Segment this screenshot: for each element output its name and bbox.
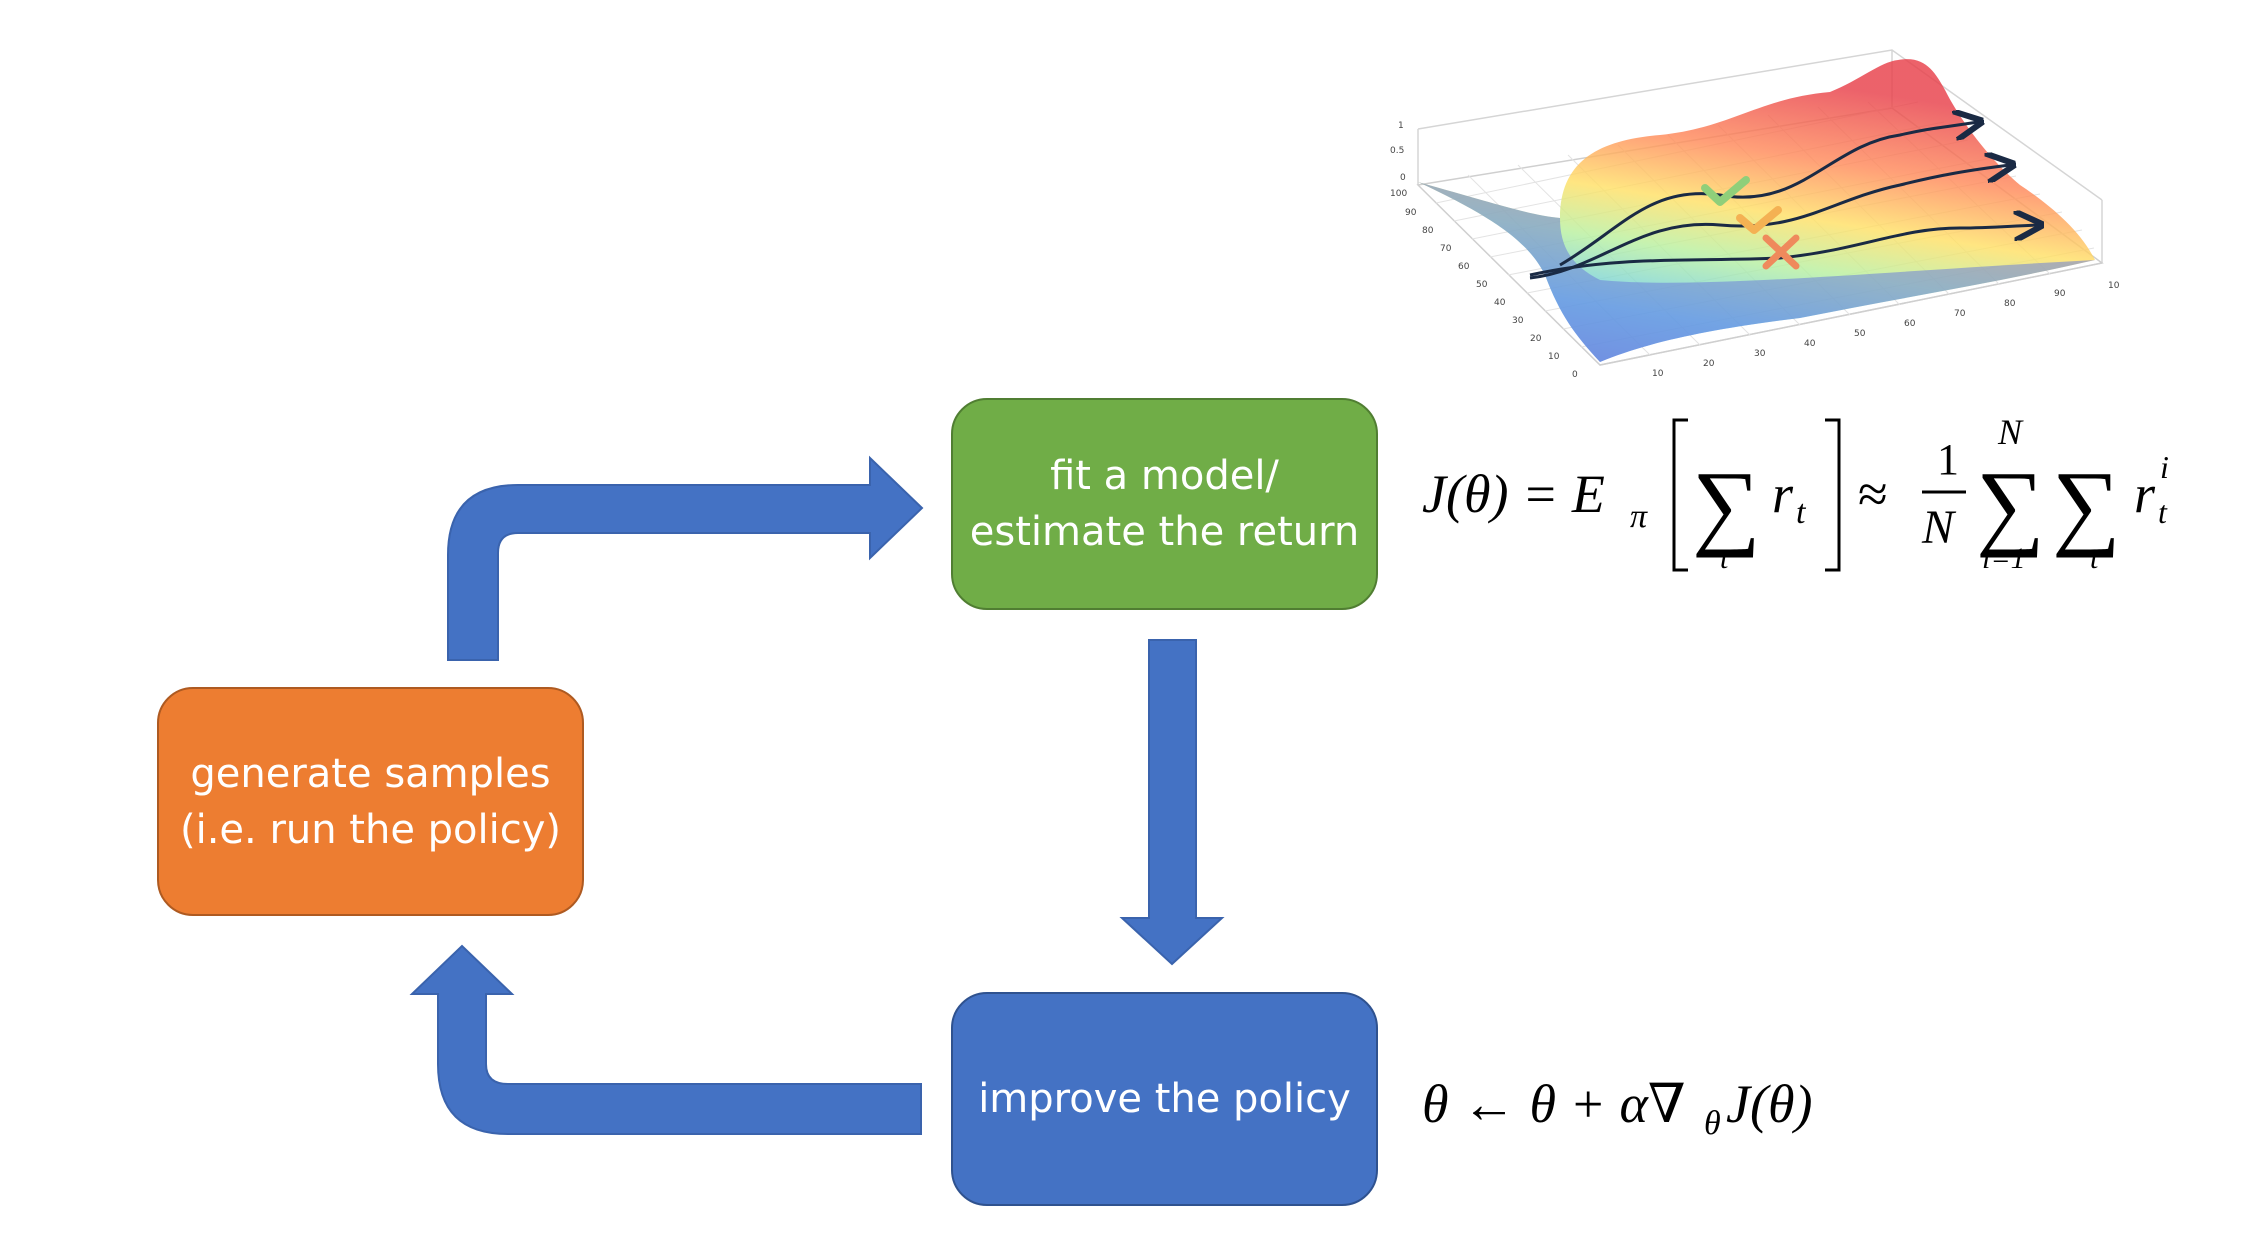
update-equation: θ ← θ + α∇ θ J(θ) xyxy=(1422,1074,1812,1142)
y-tick: 90 xyxy=(1405,208,1417,218)
sum-sub: t xyxy=(1720,542,1729,575)
y-tick: 10 xyxy=(1548,352,1560,362)
x-tick: 30 xyxy=(1754,349,1766,359)
node-fit-line2: estimate the return xyxy=(969,509,1360,555)
check-mark-orange-icon xyxy=(1736,206,1782,234)
x-tick: 70 xyxy=(1954,309,1966,319)
trajectory-1 xyxy=(1559,122,1978,267)
plot-tick-labels: 1 0.5 0 100 90 80 70 60 50 40 30 20 10 0… xyxy=(1390,121,2120,380)
update-main: θ ← θ + α∇ xyxy=(1422,1074,1686,1134)
x-tick: 10 xyxy=(1652,369,1664,379)
y-tick: 0 xyxy=(1572,370,1578,380)
x-tick: 20 xyxy=(1703,359,1715,369)
node-fit-line1: fit a model/ xyxy=(1050,453,1279,499)
objective-equation: J(θ) = E π ∑ t r t ≈ 1 N N ∑ i=1 ∑ t r i… xyxy=(1422,412,2169,575)
frac-numerator: 1 xyxy=(1937,435,1959,484)
sum2-top: N xyxy=(1997,412,2024,452)
y-tick: 60 xyxy=(1458,262,1470,272)
y-tick: 20 xyxy=(1530,334,1542,344)
z-tick: 0 xyxy=(1400,173,1406,183)
node-improve-label: improve the policy xyxy=(978,1076,1351,1122)
node-fit-model: fit a model/ estimate the return xyxy=(951,398,1378,610)
y-tick: 30 xyxy=(1512,316,1524,326)
term2-sup: i xyxy=(2160,449,2169,485)
approx-symbol: ≈ xyxy=(1858,464,1888,524)
node-generate-line2: (i.e. run the policy) xyxy=(179,806,562,853)
node-improve-policy: improve the policy xyxy=(951,992,1378,1206)
sum3-symbol: ∑ xyxy=(2052,451,2120,558)
x-tick: 60 xyxy=(1904,319,1916,329)
node-generate-samples: generate samples (i.e. run the policy) xyxy=(157,687,584,916)
y-tick: 50 xyxy=(1476,280,1488,290)
cross-mark-icon xyxy=(1762,234,1800,270)
sum-symbol: ∑ xyxy=(1692,451,1760,558)
objective-lhs: J(θ) = E xyxy=(1422,464,1605,524)
trajectory-3 xyxy=(1529,225,2038,277)
trajectory-2 xyxy=(1529,165,2010,280)
check-mark-green-icon xyxy=(1701,176,1750,206)
term-r-sub: t xyxy=(1796,494,1807,531)
sum2-symbol: ∑ xyxy=(1976,451,2044,558)
right-bracket xyxy=(1825,418,1841,572)
left-bracket xyxy=(1672,418,1688,572)
frac-denominator: N xyxy=(1921,501,1957,554)
plot-surface-shadow xyxy=(1418,182,2095,362)
y-tick: 70 xyxy=(1440,244,1452,254)
y-tick: 40 xyxy=(1494,298,1506,308)
term-r: r xyxy=(1772,464,1794,524)
arrow-improve-to-generate xyxy=(409,944,922,1135)
update-tail: J(θ) xyxy=(1726,1074,1812,1134)
x-tick: 80 xyxy=(2004,299,2016,309)
x-tick: 50 xyxy=(1854,329,1866,339)
z-tick: 1 xyxy=(1398,121,1404,131)
y-tick: 80 xyxy=(1422,226,1434,236)
objective-lhs-sub: π xyxy=(1630,498,1648,535)
arrow-fit-to-improve xyxy=(1119,639,1225,966)
x-tick: 10 xyxy=(2108,281,2120,291)
sum2-bottom: i=1 xyxy=(1982,542,2026,575)
arrow-generate-to-fit xyxy=(447,455,924,661)
y-tick: 100 xyxy=(1390,189,1407,199)
surface-plot: 1 0.5 0 100 90 80 70 60 50 40 30 20 10 0… xyxy=(1390,49,2120,380)
z-tick: 0.5 xyxy=(1390,146,1404,156)
term2-sub: t xyxy=(2158,494,2168,530)
node-generate-line1: generate samples xyxy=(190,750,551,797)
x-tick: 40 xyxy=(1804,339,1816,349)
sum3-sub: t xyxy=(2090,542,2099,575)
term2-r: r xyxy=(2134,464,2156,524)
update-sub: θ xyxy=(1704,1105,1721,1142)
x-tick: 90 xyxy=(2054,289,2066,299)
